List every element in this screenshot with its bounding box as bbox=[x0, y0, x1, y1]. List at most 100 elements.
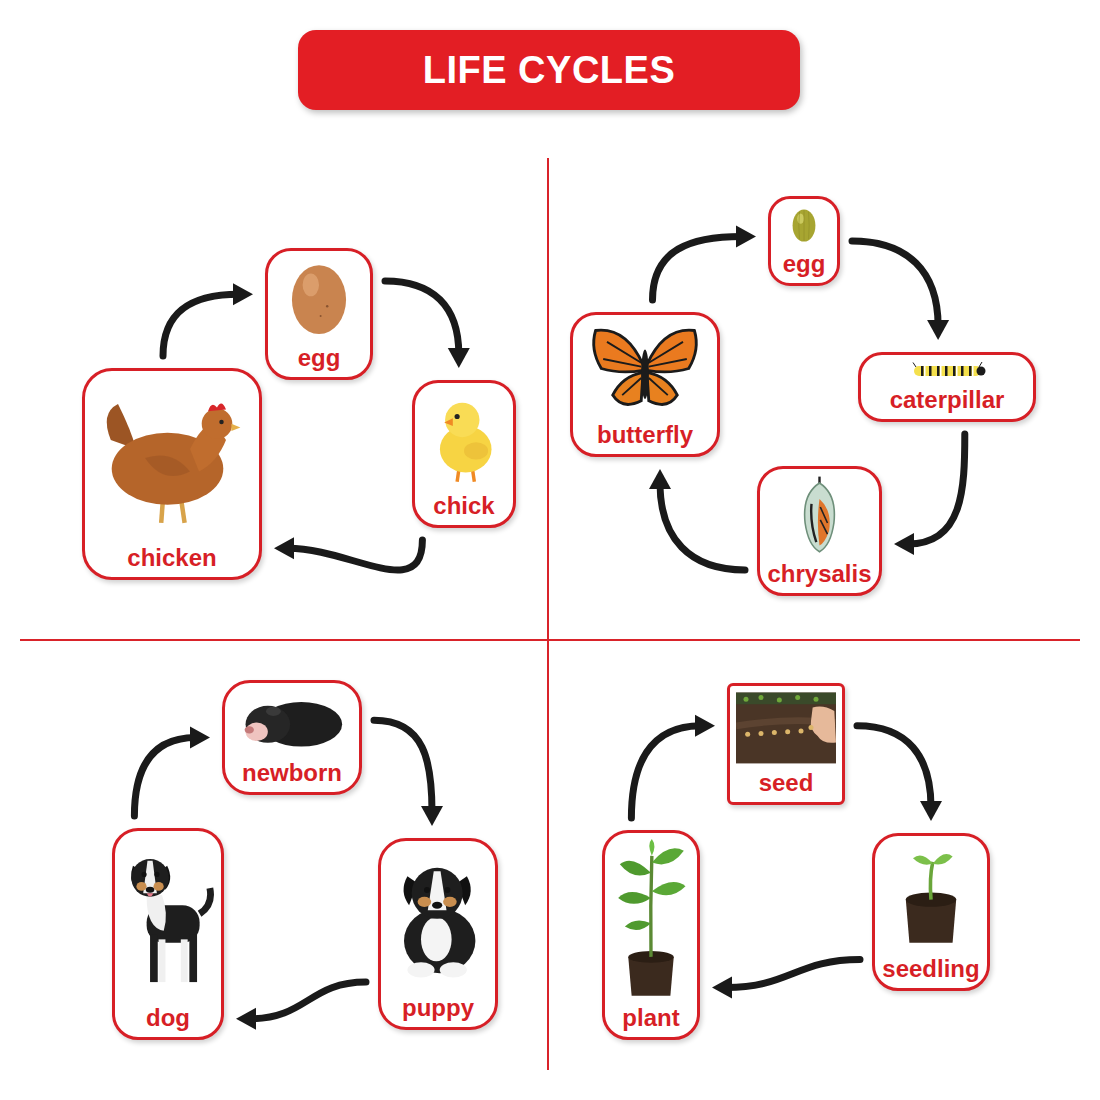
stage-illustration-part bbox=[444, 418, 453, 426]
stage-illustration-part bbox=[651, 856, 652, 957]
stage-illustration-part bbox=[424, 887, 430, 893]
arrow-curve bbox=[660, 483, 745, 570]
stage-illustration-part bbox=[443, 897, 457, 907]
stage-illustration-part bbox=[924, 366, 974, 376]
stage-label: chick bbox=[431, 492, 496, 525]
stage-illustration-part bbox=[809, 725, 814, 730]
stage-illustration-part-part bbox=[759, 731, 764, 736]
cycle-arrow bbox=[857, 726, 942, 821]
stage-illustration bbox=[91, 377, 253, 539]
stage-illustration-part bbox=[818, 499, 830, 545]
stage-illustration-part bbox=[797, 214, 804, 224]
arrow-head bbox=[274, 537, 294, 559]
stage-illustration-part-part bbox=[785, 729, 790, 734]
life-stage-card: egg bbox=[265, 248, 373, 380]
cycle-arrow bbox=[274, 537, 422, 570]
stage-illustration-part bbox=[303, 273, 319, 296]
vertical-divider bbox=[547, 158, 549, 1070]
stage-illustration bbox=[579, 321, 711, 416]
stage-illustration bbox=[736, 692, 836, 764]
stage-illustration-part bbox=[913, 363, 916, 368]
stage-illustration-part bbox=[245, 726, 254, 733]
arrow-head bbox=[190, 727, 210, 749]
stage-illustration-part bbox=[977, 367, 986, 376]
arrow-head bbox=[233, 283, 253, 305]
stage-illustration-part bbox=[820, 507, 827, 534]
arrow-head bbox=[920, 801, 942, 821]
stage-label: butterfly bbox=[595, 421, 695, 454]
life-stage-card: puppy bbox=[378, 838, 498, 1030]
stage-illustration bbox=[766, 475, 873, 555]
stage-illustration-part bbox=[652, 848, 684, 864]
stage-illustration-part-part bbox=[969, 366, 972, 376]
life-stage-card: chrysalis bbox=[757, 466, 882, 596]
stage-illustration-part bbox=[613, 372, 643, 404]
stage-illustration-part bbox=[428, 871, 447, 910]
stage-illustration-part bbox=[407, 962, 434, 977]
stage-illustration-part bbox=[652, 882, 686, 895]
life-stage-card: seed bbox=[727, 683, 845, 805]
stage-illustration-part-part bbox=[937, 366, 940, 376]
cycle-arrow bbox=[134, 727, 210, 817]
stage-illustration-part-part bbox=[945, 366, 948, 376]
cycle-arrow bbox=[374, 720, 443, 826]
life-stage-card: butterfly bbox=[570, 312, 720, 457]
arrow-head bbox=[712, 977, 732, 999]
stage-illustration-part bbox=[146, 887, 155, 893]
cycle-arrow bbox=[631, 715, 715, 818]
life-stage-card: dog bbox=[112, 828, 224, 1040]
stage-illustration-part bbox=[625, 921, 651, 931]
stage-illustration-part bbox=[181, 939, 188, 982]
stage-illustration-part bbox=[444, 887, 450, 893]
stage-illustration-part bbox=[799, 210, 809, 241]
arrow-curve bbox=[631, 726, 701, 818]
arrow-curve bbox=[852, 241, 938, 326]
stage-illustration-part bbox=[246, 722, 268, 741]
stage-illustration-part bbox=[811, 504, 816, 542]
stage-illustration-part bbox=[641, 350, 649, 399]
cycle-arrow bbox=[712, 959, 860, 998]
stage-label: chicken bbox=[125, 544, 218, 577]
cycle-arrow bbox=[649, 469, 745, 570]
stage-illustration-part-part bbox=[777, 698, 782, 703]
stage-illustration bbox=[777, 205, 831, 245]
horizontal-divider bbox=[20, 639, 1080, 641]
stage-illustration-part bbox=[147, 893, 154, 896]
arrow-curve bbox=[726, 959, 860, 987]
stage-illustration-part bbox=[445, 403, 479, 437]
stage-illustration-part bbox=[736, 693, 836, 705]
stage-illustration-part-part bbox=[814, 697, 819, 702]
life-stage-card: chicken bbox=[82, 368, 262, 580]
cycle-arrow bbox=[236, 982, 366, 1030]
stage-illustration-part-part bbox=[940, 366, 942, 376]
stage-illustration bbox=[611, 839, 691, 999]
stage-illustration-part bbox=[150, 934, 158, 982]
stage-illustration-part bbox=[159, 939, 166, 982]
stage-illustration-part bbox=[200, 888, 211, 914]
arrow-curve bbox=[385, 281, 459, 354]
arrow-curve bbox=[857, 726, 931, 807]
cycle-arrow bbox=[385, 281, 470, 368]
stage-illustration-part bbox=[432, 902, 442, 909]
stage-illustration-part bbox=[745, 728, 803, 736]
cycle-arrow bbox=[163, 283, 253, 356]
stage-illustration-part-part bbox=[772, 730, 777, 735]
arrow-head bbox=[894, 533, 914, 555]
stage-illustration bbox=[387, 847, 489, 989]
stage-illustration-part bbox=[805, 483, 835, 552]
arrow-head bbox=[421, 806, 443, 826]
stage-illustration-part bbox=[231, 424, 240, 431]
stage-label: seedling bbox=[880, 955, 981, 988]
arrow-curve bbox=[163, 294, 239, 356]
stage-illustration-part bbox=[793, 210, 816, 242]
arrow-head bbox=[236, 1008, 256, 1030]
stage-illustration-part bbox=[246, 706, 291, 743]
stage-illustration-part bbox=[147, 895, 166, 931]
stage-illustration-part-part bbox=[924, 366, 926, 376]
stage-label: egg bbox=[781, 250, 828, 283]
stage-illustration-part-part bbox=[799, 728, 804, 733]
stage-illustration-part bbox=[326, 305, 328, 307]
stage-illustration-part bbox=[189, 934, 197, 982]
stage-illustration-part bbox=[921, 366, 972, 376]
stage-illustration-part bbox=[440, 962, 467, 977]
